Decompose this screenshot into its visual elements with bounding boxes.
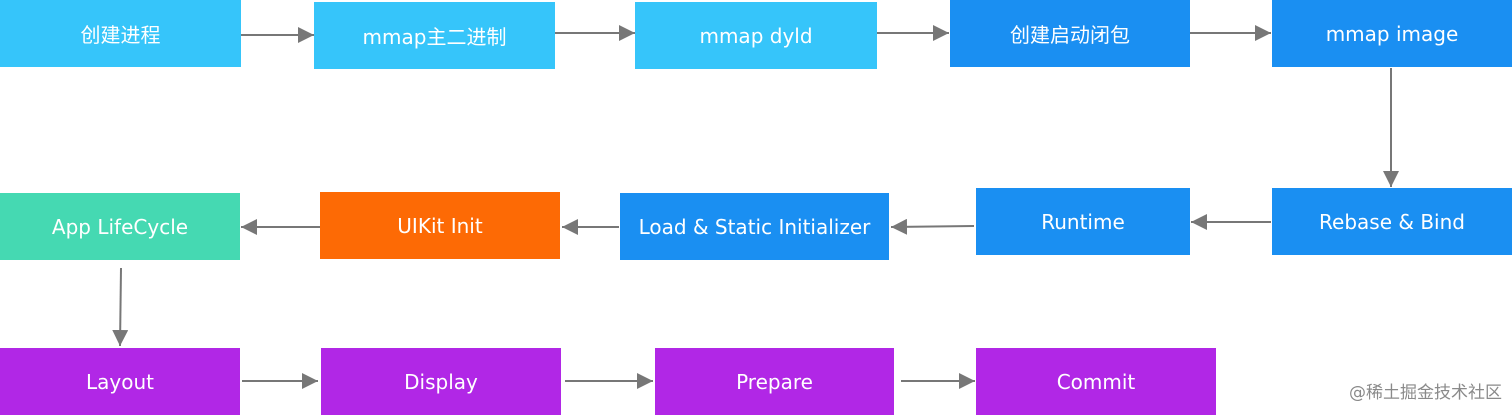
node-mmap-image: mmap image <box>1272 0 1512 67</box>
node-layout: Layout <box>0 348 240 415</box>
node-runtime: Runtime <box>976 188 1190 255</box>
node-commit: Commit <box>976 348 1216 415</box>
arrow-app-lifecycle-to-layout <box>112 267 129 347</box>
node-create-launch-closure: 创建启动闭包 <box>950 0 1190 67</box>
node-create-process: 创建进程 <box>0 0 241 67</box>
node-app-lifecycle: App LifeCycle <box>0 193 240 260</box>
watermark: @稀土掘金技术社区 <box>1349 383 1502 403</box>
node-mmap-binary: mmap主二进制 <box>314 2 555 69</box>
node-load-static-initializer: Load & Static Initializer <box>620 193 889 260</box>
node-rebase-bind: Rebase & Bind <box>1272 188 1512 255</box>
node-mmap-dyld: mmap dyld <box>635 2 877 69</box>
arrow-runtime-to-load-static-init <box>890 218 975 235</box>
node-uikit-init: UIKit Init <box>320 192 560 259</box>
node-prepare: Prepare <box>655 348 894 415</box>
node-display: Display <box>321 348 561 415</box>
